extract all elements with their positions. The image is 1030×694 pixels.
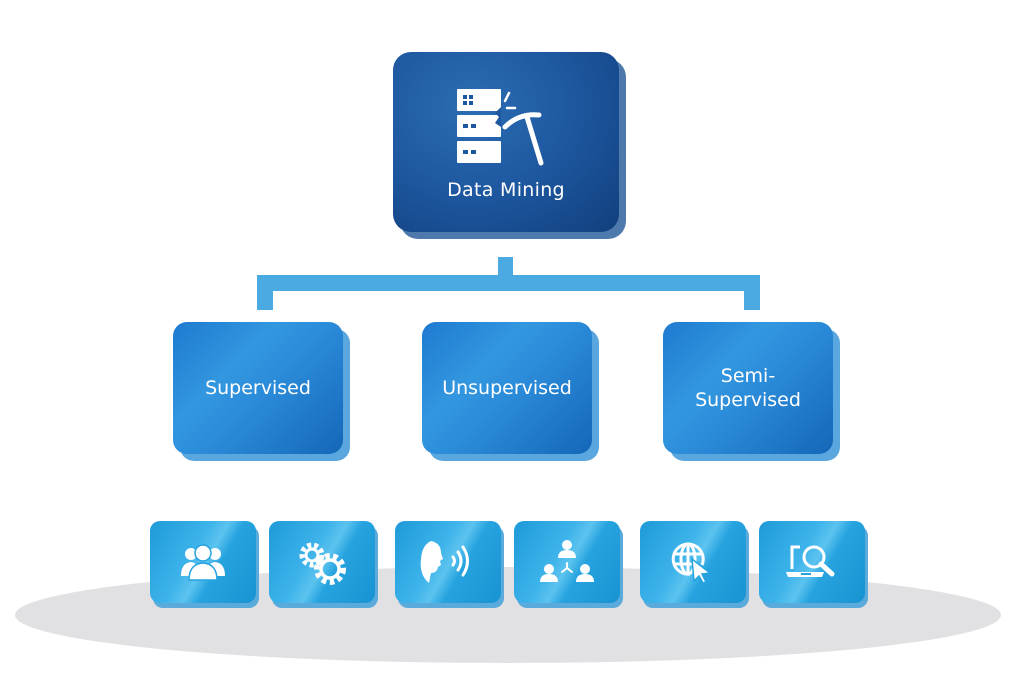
tile-face — [759, 521, 865, 603]
tile-laptop-search — [759, 521, 868, 608]
globe-cursor-icon — [668, 537, 718, 587]
connector-stem — [498, 257, 513, 277]
voice-recognition-icon — [417, 537, 479, 587]
node-face — [393, 52, 619, 232]
node-face — [663, 322, 833, 454]
connector-bar — [257, 275, 760, 291]
unsupervised-label: Unsupervised — [442, 377, 572, 399]
server-pickaxe-icon — [447, 83, 565, 173]
unsupervised-node: Unsupervised — [422, 322, 599, 461]
semi-supervised-node: Semi- Supervised — [663, 322, 840, 461]
tile-network-users — [514, 521, 623, 608]
connector-right-leg — [744, 275, 760, 310]
data-mining-node: Data Mining — [393, 52, 626, 239]
supervised-label: Supervised — [205, 377, 311, 399]
tile-gears — [269, 521, 378, 608]
tile-face — [395, 521, 501, 603]
tile-voice-recognition — [395, 521, 504, 608]
semi-supervised-label-line2: Supervised — [695, 389, 801, 411]
node-face — [422, 322, 592, 454]
gears-icon — [292, 537, 352, 587]
user-group-icon — [178, 542, 228, 582]
node-face — [173, 322, 343, 454]
data-mining-label: Data Mining — [447, 179, 565, 201]
network-users-icon — [537, 537, 597, 587]
tile-face — [150, 521, 256, 603]
connector-left-leg — [257, 275, 273, 310]
supervised-node: Supervised — [173, 322, 350, 461]
semi-supervised-label-line1: Semi- — [720, 365, 776, 387]
laptop-search-icon — [782, 537, 842, 587]
tile-globe-cursor — [640, 521, 749, 608]
tile-user-group — [150, 521, 259, 608]
